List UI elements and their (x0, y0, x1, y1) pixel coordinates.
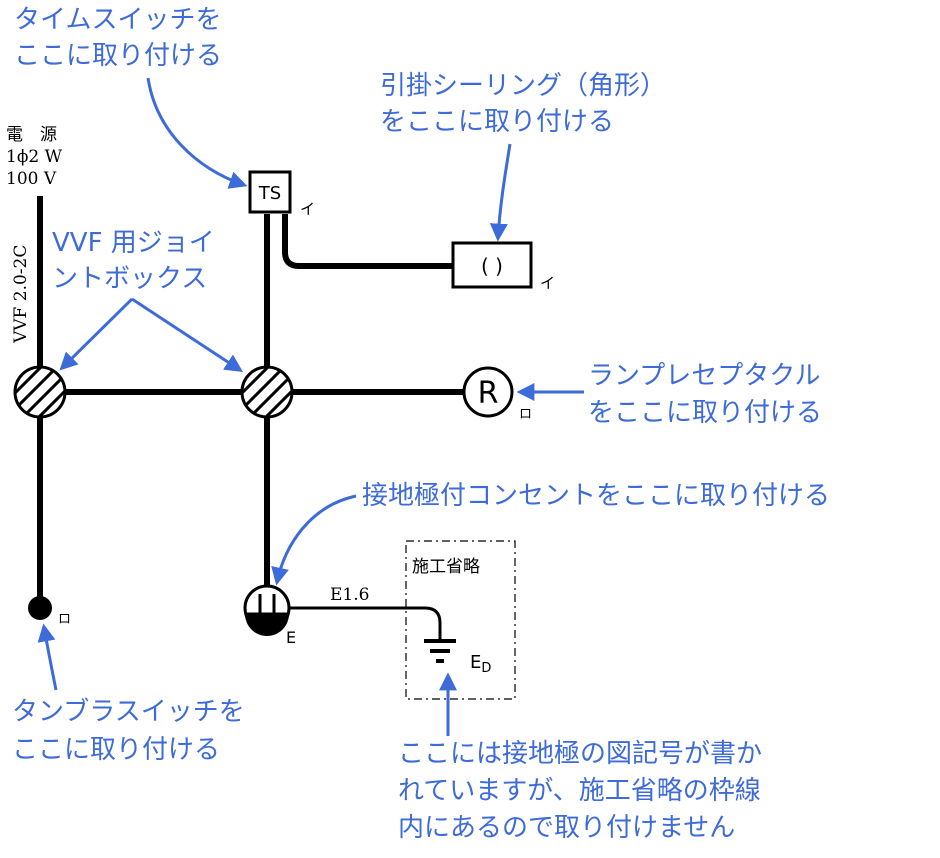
cable-label: VVF 2.0-2C (11, 245, 31, 344)
earth-wire-label: E1.6 (330, 585, 369, 605)
source-label-2: 1ϕ2 W (6, 147, 63, 167)
ceiling-rosette-tag: イ (540, 274, 555, 292)
wire-ts-to-ceiling (282, 214, 453, 269)
tumbler-switch-symbol (28, 596, 52, 620)
arrow-joint-box-2 (131, 297, 244, 372)
note-earth-1: ここには接地極の図記号が書か (398, 739, 762, 769)
note-ceiling-1: 引掛シーリング（角形） (380, 71, 666, 101)
ceiling-rosette-label: ( ) (481, 254, 503, 278)
lamp-receptacle-label: R (478, 376, 499, 411)
source-label-3: 100 V (6, 169, 57, 189)
joint-box-1 (13, 365, 67, 419)
note-time-switch-2: ここに取り付ける (14, 41, 222, 71)
note-lamp-receptacle-1: ランプレセプタクル (588, 361, 820, 391)
time-switch-tag: イ (300, 200, 315, 218)
source-label-1: 電 源 (6, 125, 57, 145)
note-earth-2: れていますが、施工省略の枠線 (398, 776, 761, 806)
omitted-label: 施工省略 (412, 557, 480, 577)
arrow-outlet (271, 494, 357, 586)
note-lamp-receptacle-2: をここに取り付ける (588, 398, 822, 428)
note-outlet: 接地極付コンセントをここに取り付ける (362, 481, 830, 511)
note-ceiling-2: をここに取り付ける (380, 107, 614, 137)
note-joint-box-2: ントボックス (52, 264, 207, 294)
earth-wire (290, 606, 442, 640)
joint-box-2 (240, 365, 294, 419)
note-joint-box-1: VVF 用ジョイ (52, 228, 215, 258)
note-earth-3: 内にあるので取り付けません (398, 813, 735, 843)
lamp-receptacle-tag: ロ (519, 407, 532, 422)
note-time-switch-1: タイムスイッチを (14, 5, 221, 35)
lamp-receptacle-symbol: R (462, 366, 514, 418)
earth-electrode-symbol (424, 639, 456, 663)
tumbler-switch-tag: ロ (58, 612, 71, 627)
arrow-joint-box-1 (59, 297, 134, 371)
grounded-outlet-symbol (243, 584, 291, 636)
omitted-frame (405, 540, 516, 700)
note-tumbler-2: ここに取り付ける (12, 735, 220, 765)
arrow-ceiling (489, 143, 512, 242)
note-tumbler-1: タンブラスイッチを (12, 697, 245, 727)
grounded-outlet-tag: E (286, 628, 296, 647)
earth-electrode-label: ED (470, 652, 491, 676)
time-switch-label: TS (258, 183, 281, 204)
time-switch-symbol: TS (248, 170, 292, 214)
arrow-tumbler (37, 623, 58, 691)
ceiling-rosette-symbol: ( ) (451, 241, 533, 289)
arrow-time-switch (146, 77, 248, 189)
